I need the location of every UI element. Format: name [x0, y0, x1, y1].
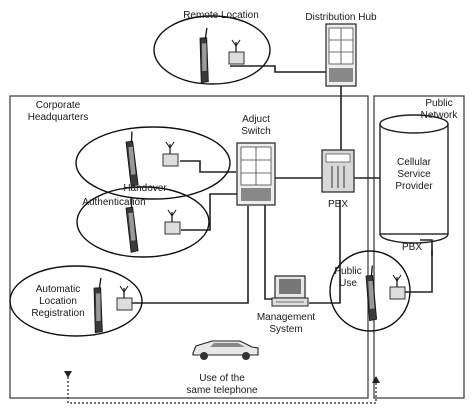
- remote-location-label: Remote Location: [183, 10, 259, 21]
- pbx-center-label: PBX: [328, 199, 348, 210]
- adjunct-switch-label-line1: Adjuct: [242, 114, 270, 125]
- remote-location-ellipse: [153, 15, 271, 85]
- handover-antenna-icon: [162, 141, 179, 167]
- automatic-location-ellipse: [9, 265, 143, 337]
- handover-label: Handover: [123, 183, 167, 194]
- automatic-location-label-line1: Automatic: [36, 284, 80, 295]
- public-use-label-line1: Public: [334, 266, 361, 277]
- public-network-label-line2: Network: [421, 110, 459, 121]
- public-use-label-line2: Use: [339, 278, 357, 289]
- handover-ellipse: [75, 126, 231, 200]
- same-telephone-label-line1: Use of the: [199, 373, 245, 384]
- corporate-hq-label-line2: Headquarters: [28, 112, 89, 123]
- computer-icon: [271, 275, 309, 307]
- cellular-label-line1: Cellular: [397, 157, 432, 168]
- automatic-location-label-line2: Location: [39, 296, 77, 307]
- remote-cell-phone-icon: [182, 26, 230, 86]
- pbx-right-label: PBX: [402, 242, 422, 253]
- car-icon: [192, 340, 259, 360]
- automatic-location-antenna-icon: [116, 285, 133, 311]
- adjunct-switch-label-line2: Switch: [241, 126, 270, 137]
- cellular-label-line3: Provider: [395, 181, 433, 192]
- pbx-icon: [321, 149, 355, 193]
- remote-antenna-icon: [228, 39, 245, 65]
- public-network-region: [373, 95, 465, 399]
- switch-cabinet-icon: [236, 142, 276, 206]
- connection-lines: [132, 65, 433, 304]
- public-use-antenna-icon: [389, 274, 406, 300]
- management-system-label-line1: Management: [257, 312, 316, 323]
- public-network-label-line1: Public: [425, 98, 452, 109]
- management-system-label-line2: System: [269, 324, 302, 335]
- corporate-hq-label-line1: Corporate: [36, 100, 81, 111]
- cellular-service-provider: [379, 114, 449, 244]
- distribution-hub-label: Distribution Hub: [305, 12, 377, 23]
- automatic-location-cell-phone-icon: [76, 276, 124, 336]
- public-use-circle: [329, 250, 411, 332]
- authentication-label: Authentication: [82, 197, 145, 208]
- same-telephone-arrow: [64, 371, 380, 404]
- authentication-antenna-icon: [164, 209, 181, 235]
- cellular-label-line2: Service: [397, 169, 431, 180]
- same-telephone-label-line2: same telephone: [186, 385, 258, 396]
- handover-cell-phone-icon: [111, 130, 156, 190]
- automatic-location-label-line3: Registration: [31, 308, 84, 319]
- corporate-headquarters-region: [9, 95, 369, 399]
- distribution-hub-cabinet-icon: [325, 23, 357, 87]
- authentication-ellipse: [76, 186, 210, 258]
